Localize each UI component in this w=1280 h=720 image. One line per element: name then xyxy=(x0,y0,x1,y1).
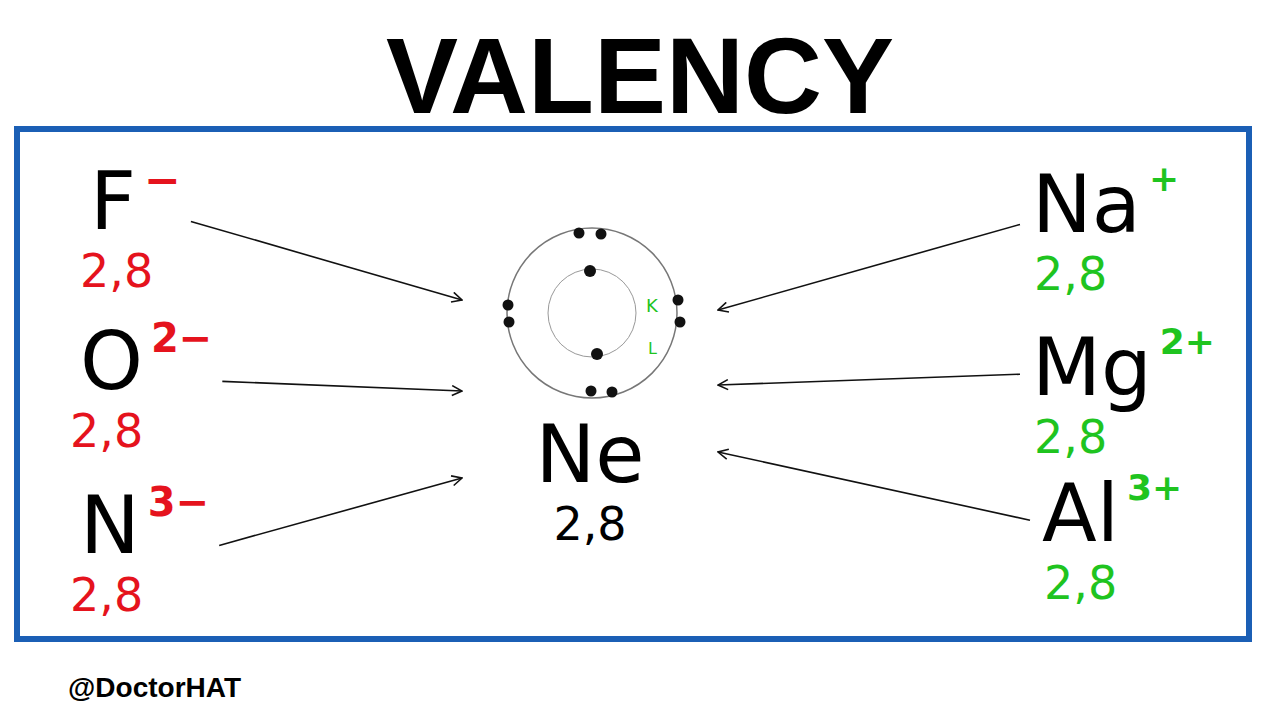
ion-node: N3−2,8 xyxy=(80,486,209,618)
electron-configuration: 2,8 xyxy=(553,501,626,547)
element-symbol: Ne xyxy=(535,415,644,495)
electron-configuration: 2,8 xyxy=(70,408,143,454)
ion-charge: 3− xyxy=(148,482,209,522)
ion-node: Al3+2,8 xyxy=(1042,474,1182,606)
blue-border xyxy=(17,129,1249,639)
atom-node: Ne 2,8 xyxy=(462,222,718,547)
ion-charge: 2+ xyxy=(1160,324,1215,360)
arrow-connector xyxy=(191,221,462,300)
ion-node: F−2,8 xyxy=(90,162,181,294)
electrons xyxy=(503,228,686,398)
ion-charge: − xyxy=(144,158,181,202)
electron-configuration: 2,8 xyxy=(80,248,153,294)
electron-configuration: 2,8 xyxy=(70,572,143,618)
element-symbol: Al xyxy=(1042,474,1119,554)
neon-atom xyxy=(503,228,686,399)
shell-label: K xyxy=(646,297,658,315)
electron-configuration: 2,8 xyxy=(1034,414,1107,460)
element-symbol: Mg xyxy=(1032,328,1152,408)
arrow-connector xyxy=(718,452,1030,520)
element-symbol: F xyxy=(90,162,136,242)
electron-configuration: 2,8 xyxy=(1044,560,1117,606)
shell-label: L xyxy=(648,341,657,357)
inner-shell xyxy=(548,269,636,357)
arrow-connector xyxy=(219,478,462,545)
element-symbol: Na xyxy=(1032,165,1141,245)
ion-charge: 2− xyxy=(151,318,212,358)
ion-node: O2−2,8 xyxy=(80,322,212,454)
element-symbol: N xyxy=(80,486,140,566)
element-symbol: O xyxy=(80,322,143,402)
ion-charge: 3+ xyxy=(1127,470,1182,506)
watermark: @DoctorHAT xyxy=(68,674,241,702)
diagram-title: VALENCY xyxy=(0,22,1280,130)
electron-configuration: 2,8 xyxy=(1034,251,1107,297)
arrow-connector xyxy=(718,374,1020,385)
arrow-connector xyxy=(718,224,1020,310)
outer-shell xyxy=(507,228,677,398)
ion-charge: + xyxy=(1149,161,1179,197)
arrow-connector xyxy=(222,381,462,391)
ion-node: Mg2+2,8 xyxy=(1032,328,1215,460)
ion-node: Na+2,8 xyxy=(1032,165,1179,297)
